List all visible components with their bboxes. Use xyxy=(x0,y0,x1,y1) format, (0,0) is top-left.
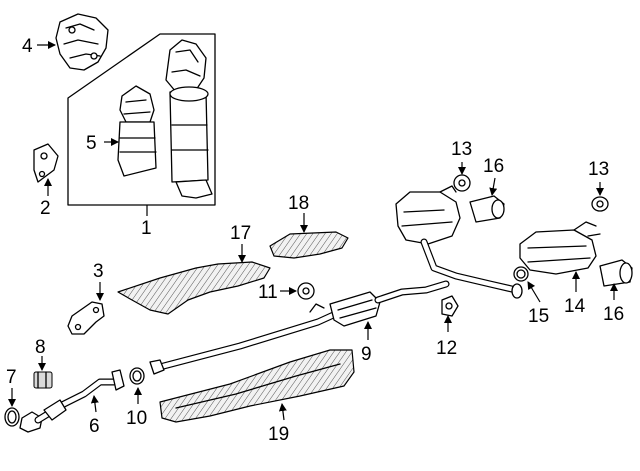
gasket-part-10 xyxy=(129,367,145,385)
callout-8: 8 xyxy=(35,337,46,358)
callout-16-right: 16 xyxy=(603,304,624,325)
callout-16-left: 16 xyxy=(483,156,504,177)
callout-10: 10 xyxy=(126,408,147,429)
catalytic-converter-rear xyxy=(165,39,213,199)
heat-shield-part-17 xyxy=(117,261,271,315)
exhaust-tip-part-16-right xyxy=(599,259,633,287)
callout-7: 7 xyxy=(6,367,17,388)
front-pipe-part-6 xyxy=(19,369,125,433)
callout-3: 3 xyxy=(93,261,104,282)
callout-17: 17 xyxy=(230,223,251,244)
rear-muffler-left xyxy=(395,185,523,299)
callout-11: 11 xyxy=(258,282,278,303)
leader-15 xyxy=(527,281,541,303)
hanger-part-13-right xyxy=(591,196,609,212)
callout-6: 6 xyxy=(89,416,100,437)
callout-12: 12 xyxy=(436,338,457,359)
exhaust-tip-part-16-left xyxy=(469,195,505,223)
hanger-part-8 xyxy=(33,371,53,389)
muffler-part-14 xyxy=(519,221,601,275)
callout-9: 9 xyxy=(361,344,372,365)
callout-5: 5 xyxy=(86,133,97,154)
gasket-part-7 xyxy=(4,407,20,427)
callout-18: 18 xyxy=(288,193,309,214)
callout-13-left: 13 xyxy=(451,139,472,160)
leader-6 xyxy=(90,395,99,413)
callout-4: 4 xyxy=(22,36,33,57)
gasket-part-15 xyxy=(513,266,529,282)
upper-heat-shield-part-4 xyxy=(55,13,109,71)
callout-1: 1 xyxy=(141,218,152,239)
callout-19: 19 xyxy=(268,424,289,445)
heat-shield-part-18 xyxy=(269,231,349,259)
callout-14: 14 xyxy=(564,296,586,317)
callout-13-right: 13 xyxy=(588,159,609,180)
converter-assembly-box xyxy=(67,33,216,206)
catalytic-converter-front xyxy=(117,85,157,177)
callout-2: 2 xyxy=(40,198,51,219)
hanger-part-13-left xyxy=(453,174,471,192)
hanger-part-11 xyxy=(297,282,315,300)
leader-16-left xyxy=(489,177,498,196)
bracket-part-3 xyxy=(67,301,105,335)
floor-heat-shield-part-19 xyxy=(159,349,355,423)
center-pipe-part-9 xyxy=(149,280,450,375)
bracket-part-2 xyxy=(33,143,59,183)
callout-15: 15 xyxy=(528,306,549,327)
hanger-part-12 xyxy=(441,295,459,317)
leader-19 xyxy=(278,403,287,421)
